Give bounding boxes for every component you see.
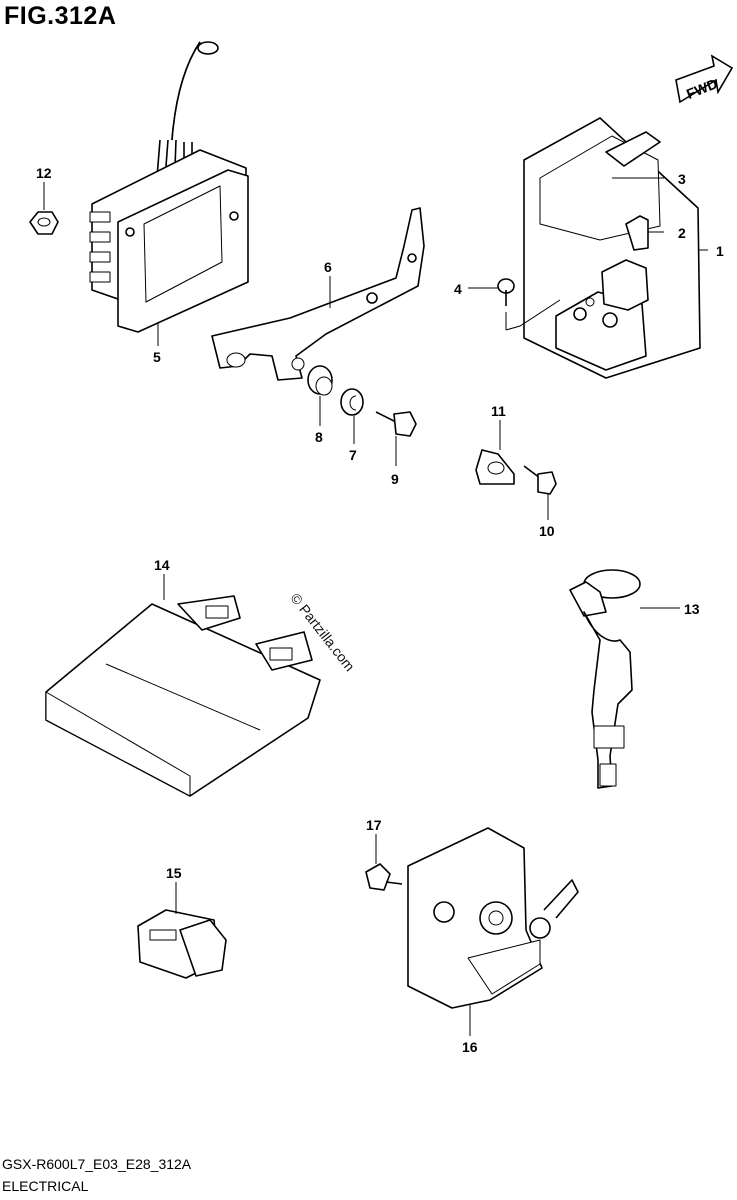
- leader-lines: [43, 177, 708, 1036]
- bolt-9[interactable]: [375, 411, 417, 437]
- callout-15: 15: [166, 865, 182, 881]
- regulator-rectifier[interactable]: [89, 41, 249, 333]
- callout-2: 2: [678, 225, 686, 241]
- callout-16: 16: [462, 1039, 478, 1055]
- bolt-10[interactable]: [523, 465, 557, 495]
- bolt-4[interactable]: [497, 278, 515, 330]
- callout-10: 10: [539, 523, 555, 539]
- fwd-arrow-icon: FWD: [675, 54, 734, 104]
- callout-12: 12: [36, 165, 52, 181]
- callout-labels: 1 2 3 4 5 6 7 8 9 10 11 12 13 14 15 16 1…: [36, 165, 724, 1055]
- callout-5: 5: [153, 349, 161, 365]
- callout-11: 11: [491, 403, 506, 419]
- figure-title: FIG.312A: [4, 2, 117, 30]
- callout-3: 3: [678, 171, 686, 187]
- callout-4: 4: [454, 281, 462, 297]
- grommet-8[interactable]: [307, 365, 333, 396]
- nut-12[interactable]: [29, 211, 59, 235]
- figure-name: ELECTRICAL: [2, 1178, 89, 1194]
- callout-6: 6: [324, 259, 332, 275]
- bracket[interactable]: [211, 207, 425, 381]
- ecm-unit[interactable]: [45, 595, 321, 797]
- sensor-15[interactable]: [137, 909, 227, 979]
- callout-9: 9: [391, 471, 399, 487]
- screw-17[interactable]: [365, 863, 403, 891]
- spacer-7[interactable]: [340, 388, 364, 416]
- callout-8: 8: [315, 429, 323, 445]
- switch-housing[interactable]: [407, 827, 579, 1009]
- callout-17: 17: [366, 817, 382, 833]
- callout-7: 7: [349, 447, 357, 463]
- ignition-coil[interactable]: [569, 569, 641, 789]
- callout-1: 1: [716, 243, 724, 259]
- starter-relay-box[interactable]: [523, 117, 701, 379]
- clamp-11[interactable]: [475, 449, 515, 485]
- figure-code: GSX-R600L7_E03_E28_312A: [2, 1156, 192, 1172]
- callout-14: 14: [154, 557, 170, 573]
- callout-13: 13: [684, 601, 700, 617]
